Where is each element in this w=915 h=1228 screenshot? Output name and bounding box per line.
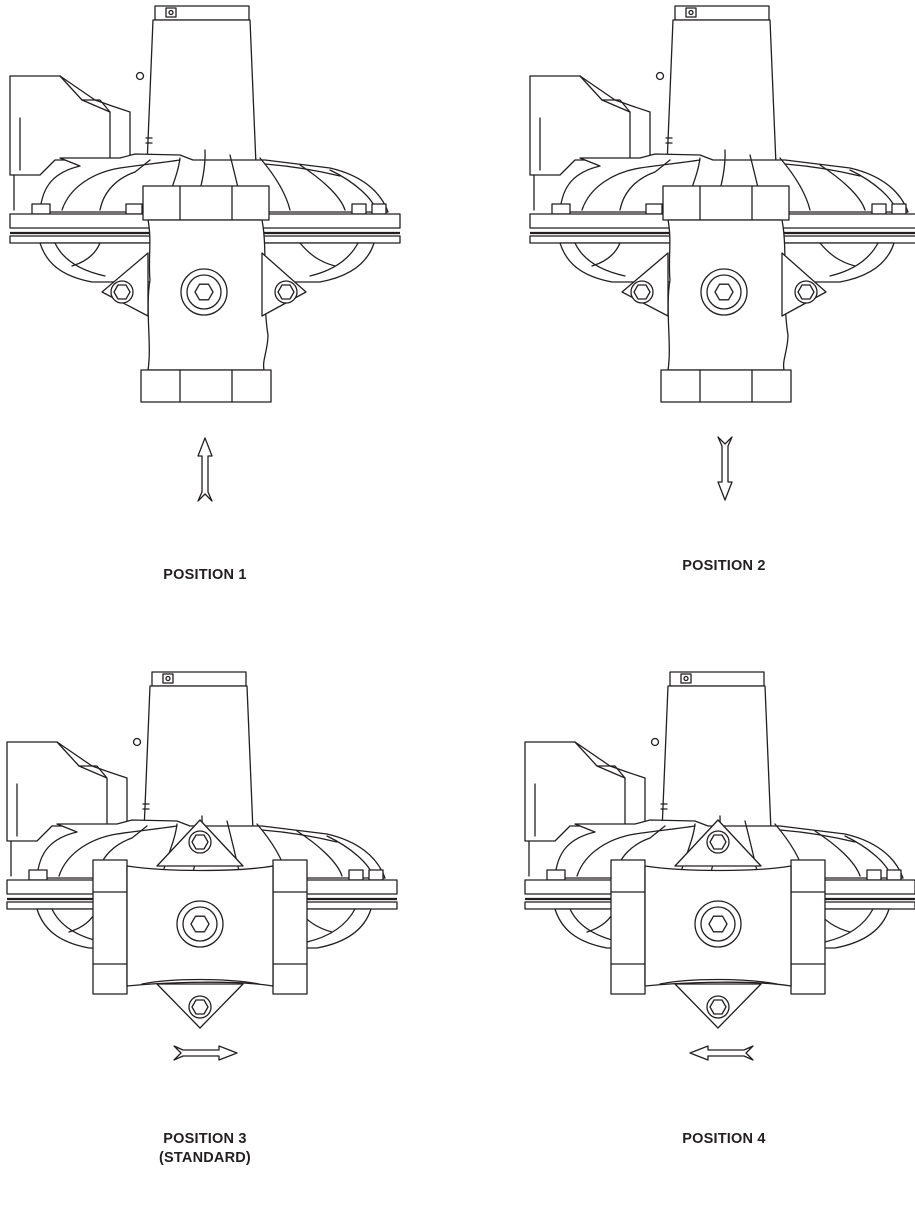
flow-arrow-right-icon xyxy=(173,1045,238,1061)
position-3-sublabel: (STANDARD) xyxy=(159,1150,251,1166)
position-2-title: POSITION 2 xyxy=(682,558,766,574)
position-1-label: POSITION 1 xyxy=(75,566,335,585)
regulator-position-2 xyxy=(528,4,915,403)
position-3-title: POSITION 3 xyxy=(163,1131,247,1147)
position-3-label: POSITION 3 (STANDARD) xyxy=(75,1130,335,1168)
flow-arrow-up-icon xyxy=(197,437,213,502)
regulator-position-4 xyxy=(523,670,915,1029)
regulator-position-3 xyxy=(5,670,399,1029)
position-4-label: POSITION 4 xyxy=(594,1130,854,1149)
flow-arrow-left-icon xyxy=(689,1045,754,1061)
flow-arrow-down-icon xyxy=(717,436,733,501)
position-1-title: POSITION 1 xyxy=(163,567,247,583)
regulator-position-1 xyxy=(8,4,402,403)
position-4-title: POSITION 4 xyxy=(682,1131,766,1147)
position-2-label: POSITION 2 xyxy=(594,557,854,576)
